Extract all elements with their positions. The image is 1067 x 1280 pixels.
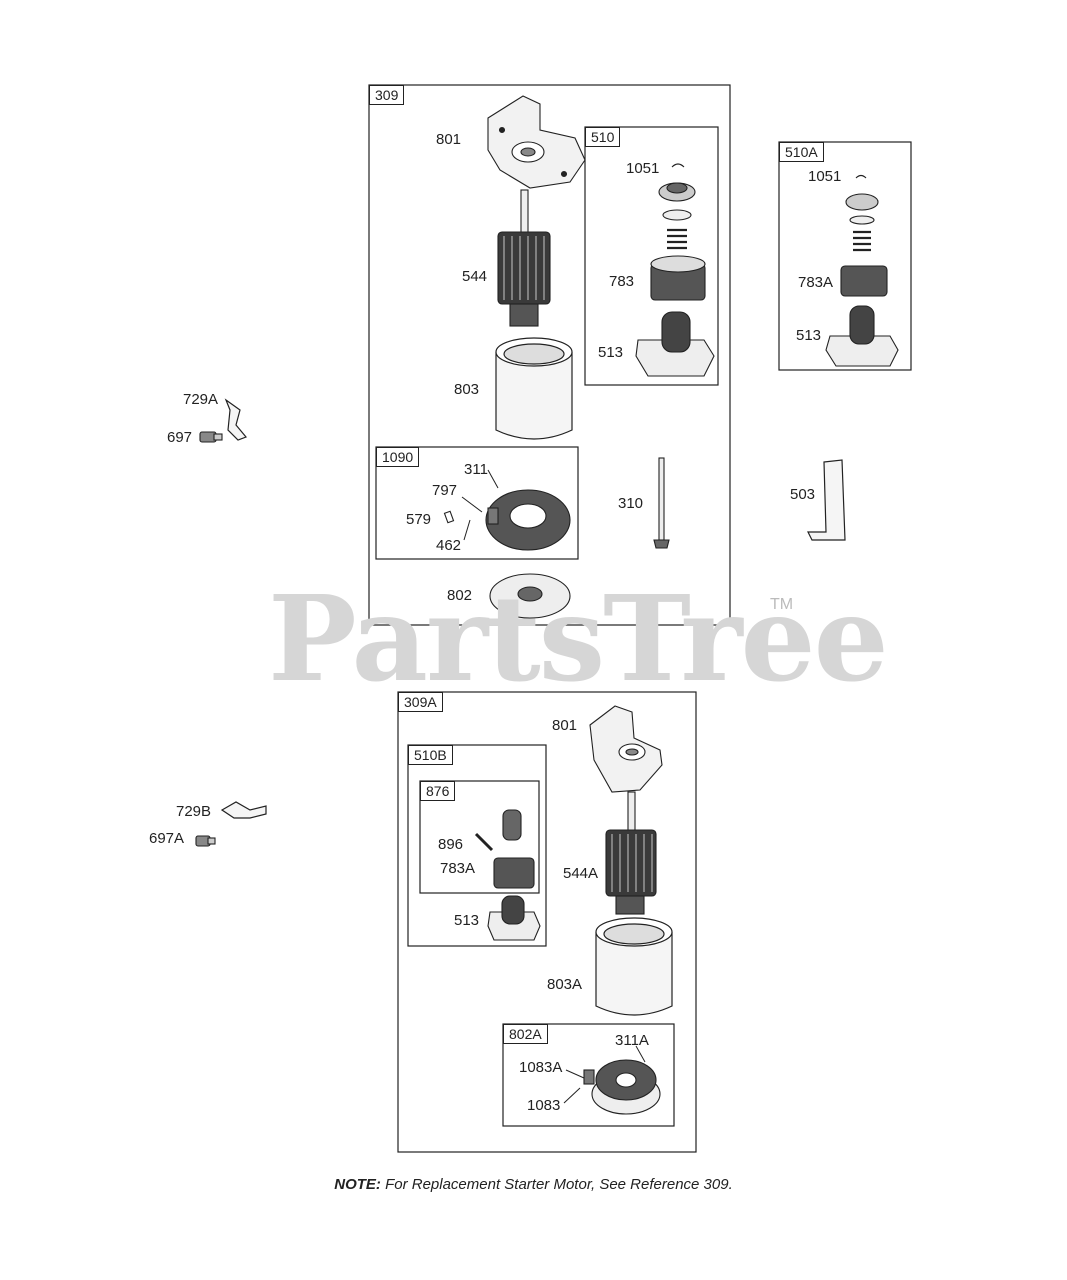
part-label-801-309A[interactable]: 801 [552,717,578,734]
part-label-1051[interactable]: 1051 [626,160,660,177]
end-plate-801-drawing [487,95,586,189]
part-label-544[interactable]: 544 [462,268,488,285]
part-label-503[interactable]: 503 [790,486,816,503]
part-label-1051-510A[interactable]: 1051 [808,168,842,185]
part-label-803[interactable]: 803 [454,381,480,398]
end-plate-801A-drawing [589,705,663,793]
armature-544A-drawing [605,791,657,915]
part-label-697A[interactable]: 697A [149,830,185,847]
watermark-trademark: TM [770,596,794,613]
group-tag-1090[interactable]: 1090 [376,447,420,467]
part-label-783A[interactable]: 783A [798,274,834,291]
part-label-513[interactable]: 513 [598,344,624,361]
part-label-896[interactable]: 896 [438,836,464,853]
box-876 [419,780,540,894]
part-label-801[interactable]: 801 [436,131,462,148]
part-label-803A[interactable]: 803A [547,976,583,993]
part-label-513-510B[interactable]: 513 [454,912,480,929]
box-309A [397,691,697,1153]
pinion-assembly-510-drawing [635,163,715,377]
watermark-brand: PartsTree [268,569,889,708]
box-1090 [375,446,579,560]
screw-697-drawing [199,431,223,443]
part-label-310[interactable]: 310 [618,495,644,512]
part-label-1083A[interactable]: 1083A [519,1059,563,1076]
part-label-783A-876[interactable]: 783A [440,860,476,877]
part-label-802[interactable]: 802 [447,587,473,604]
part-label-729B[interactable]: 729B [176,803,212,820]
group-tag-510A[interactable]: 510A [779,142,824,162]
pinion-assembly-510A-drawing [825,174,899,367]
brush-end-802A-drawing [583,1059,661,1115]
group-tag-510[interactable]: 510 [585,127,621,147]
replacement-note: NOTE: For Replacement Starter Motor, See… [0,1176,1067,1193]
brush-plate-1090-drawing [443,489,571,551]
group-tag-309[interactable]: 309 [369,85,405,105]
screw-697A-drawing [195,835,216,847]
box-309 [368,84,731,626]
note-text: For Replacement Starter Motor, See Refer… [380,1176,733,1193]
bracket-729A-drawing [224,398,248,441]
box-510B [407,744,547,947]
part-label-311[interactable]: 311 [464,461,488,478]
group-tag-802A[interactable]: 802A [503,1024,548,1044]
through-bolt-310-drawing [653,457,670,549]
part-label-697[interactable]: 697 [167,429,193,446]
part-label-1083[interactable]: 1083 [527,1097,561,1114]
part-label-513-510A[interactable]: 513 [796,327,822,344]
part-label-462[interactable]: 462 [436,537,462,554]
bracket-729B-drawing [220,801,267,819]
armature-544-drawing [497,189,551,327]
box-510 [584,126,719,386]
housing-803A-drawing [595,917,673,1016]
end-cap-802-drawing [489,573,571,619]
bracket-503-drawing [807,459,846,541]
part-label-797[interactable]: 797 [432,482,458,499]
group-tag-309A[interactable]: 309A [398,692,443,712]
group-tag-510B[interactable]: 510B [408,745,453,765]
pinion-assembly-510B-drawing [474,809,541,941]
note-prefix: NOTE: [334,1176,381,1193]
part-label-729A[interactable]: 729A [183,391,219,408]
part-label-783[interactable]: 783 [609,273,635,290]
box-802A [502,1023,675,1127]
group-tag-876[interactable]: 876 [420,781,456,801]
part-label-544A[interactable]: 544A [563,865,599,882]
housing-803-drawing [495,337,573,440]
part-label-311A[interactable]: 311A [615,1032,649,1049]
box-510A [778,141,912,371]
leader-lines [461,469,646,1104]
part-label-579[interactable]: 579 [406,511,432,528]
